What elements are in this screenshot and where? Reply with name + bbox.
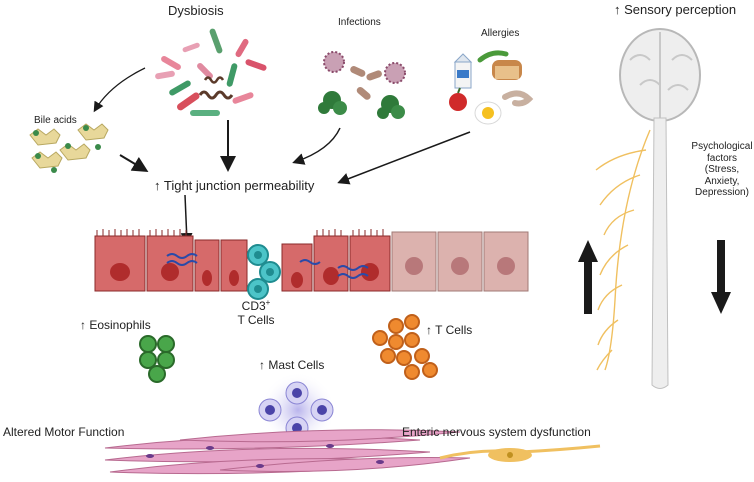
t-cells bbox=[372, 314, 438, 380]
cd3-t-cells-label: CD3+ T Cells bbox=[226, 298, 286, 328]
psych-line: Anxiety, bbox=[704, 175, 740, 187]
arrows bbox=[93, 67, 471, 245]
t-cells-label: ↑ T Cells bbox=[426, 323, 473, 337]
bread-icon bbox=[492, 60, 522, 80]
cd3-line: T Cells bbox=[237, 312, 275, 327]
psych-line: factors bbox=[706, 152, 737, 164]
dysbiosis-label: Dysbiosis bbox=[168, 3, 224, 18]
eosinophils-label: ↑ Eosinophils bbox=[80, 318, 151, 332]
cd3-text: CD3 bbox=[241, 299, 266, 313]
cd3-t-cells bbox=[247, 244, 281, 300]
altered-motor-function-label: Altered Motor Function bbox=[3, 425, 125, 439]
healthy-epithelium bbox=[391, 231, 529, 292]
egg-icon bbox=[474, 101, 502, 125]
epithelium-layer bbox=[94, 229, 529, 300]
eosinophil-cells bbox=[139, 335, 175, 383]
enteric-nervous-system-label: Enteric nervous system dysfunction bbox=[402, 425, 591, 439]
milk-icon bbox=[453, 53, 473, 89]
bacteria-icon bbox=[155, 28, 267, 116]
cd3-superscript: + bbox=[265, 298, 271, 307]
psych-line: Depression) bbox=[695, 187, 749, 198]
mast-cells-label: ↑ Mast Cells bbox=[259, 358, 325, 372]
virus-icon bbox=[318, 51, 406, 119]
cd3-line: CD3+ bbox=[226, 298, 286, 314]
tight-junction-icon bbox=[166, 253, 369, 279]
tight-junction-label: ↑ Tight junction permeability bbox=[154, 178, 315, 193]
psych-line: (Stress, bbox=[704, 164, 740, 175]
sensory-perception-label: ↑ Sensory perception bbox=[614, 2, 737, 17]
smooth-muscle-layer bbox=[104, 429, 471, 475]
allergies-label: Allergies bbox=[481, 28, 520, 39]
shrimp-icon bbox=[502, 90, 534, 107]
mast-cells bbox=[258, 372, 336, 448]
apple-icon bbox=[449, 87, 467, 111]
peripheral-nerves bbox=[595, 129, 651, 371]
psych-line: Psychological bbox=[691, 141, 753, 152]
brain-icon bbox=[619, 28, 701, 389]
enteric-neuron bbox=[439, 444, 601, 462]
pea-pod-icon bbox=[477, 50, 509, 63]
psychological-factors-label: Psychological factors (Stress, Anxiety, … bbox=[690, 141, 754, 199]
bile-acids-label: Bile acids bbox=[34, 115, 77, 126]
inflamed-epithelium bbox=[94, 229, 391, 292]
brain-gut-down-arrow bbox=[711, 240, 731, 314]
brain-gut-up-arrow bbox=[578, 240, 598, 314]
infections-label: Infections bbox=[338, 17, 381, 28]
bile-acid-icon bbox=[29, 123, 109, 173]
